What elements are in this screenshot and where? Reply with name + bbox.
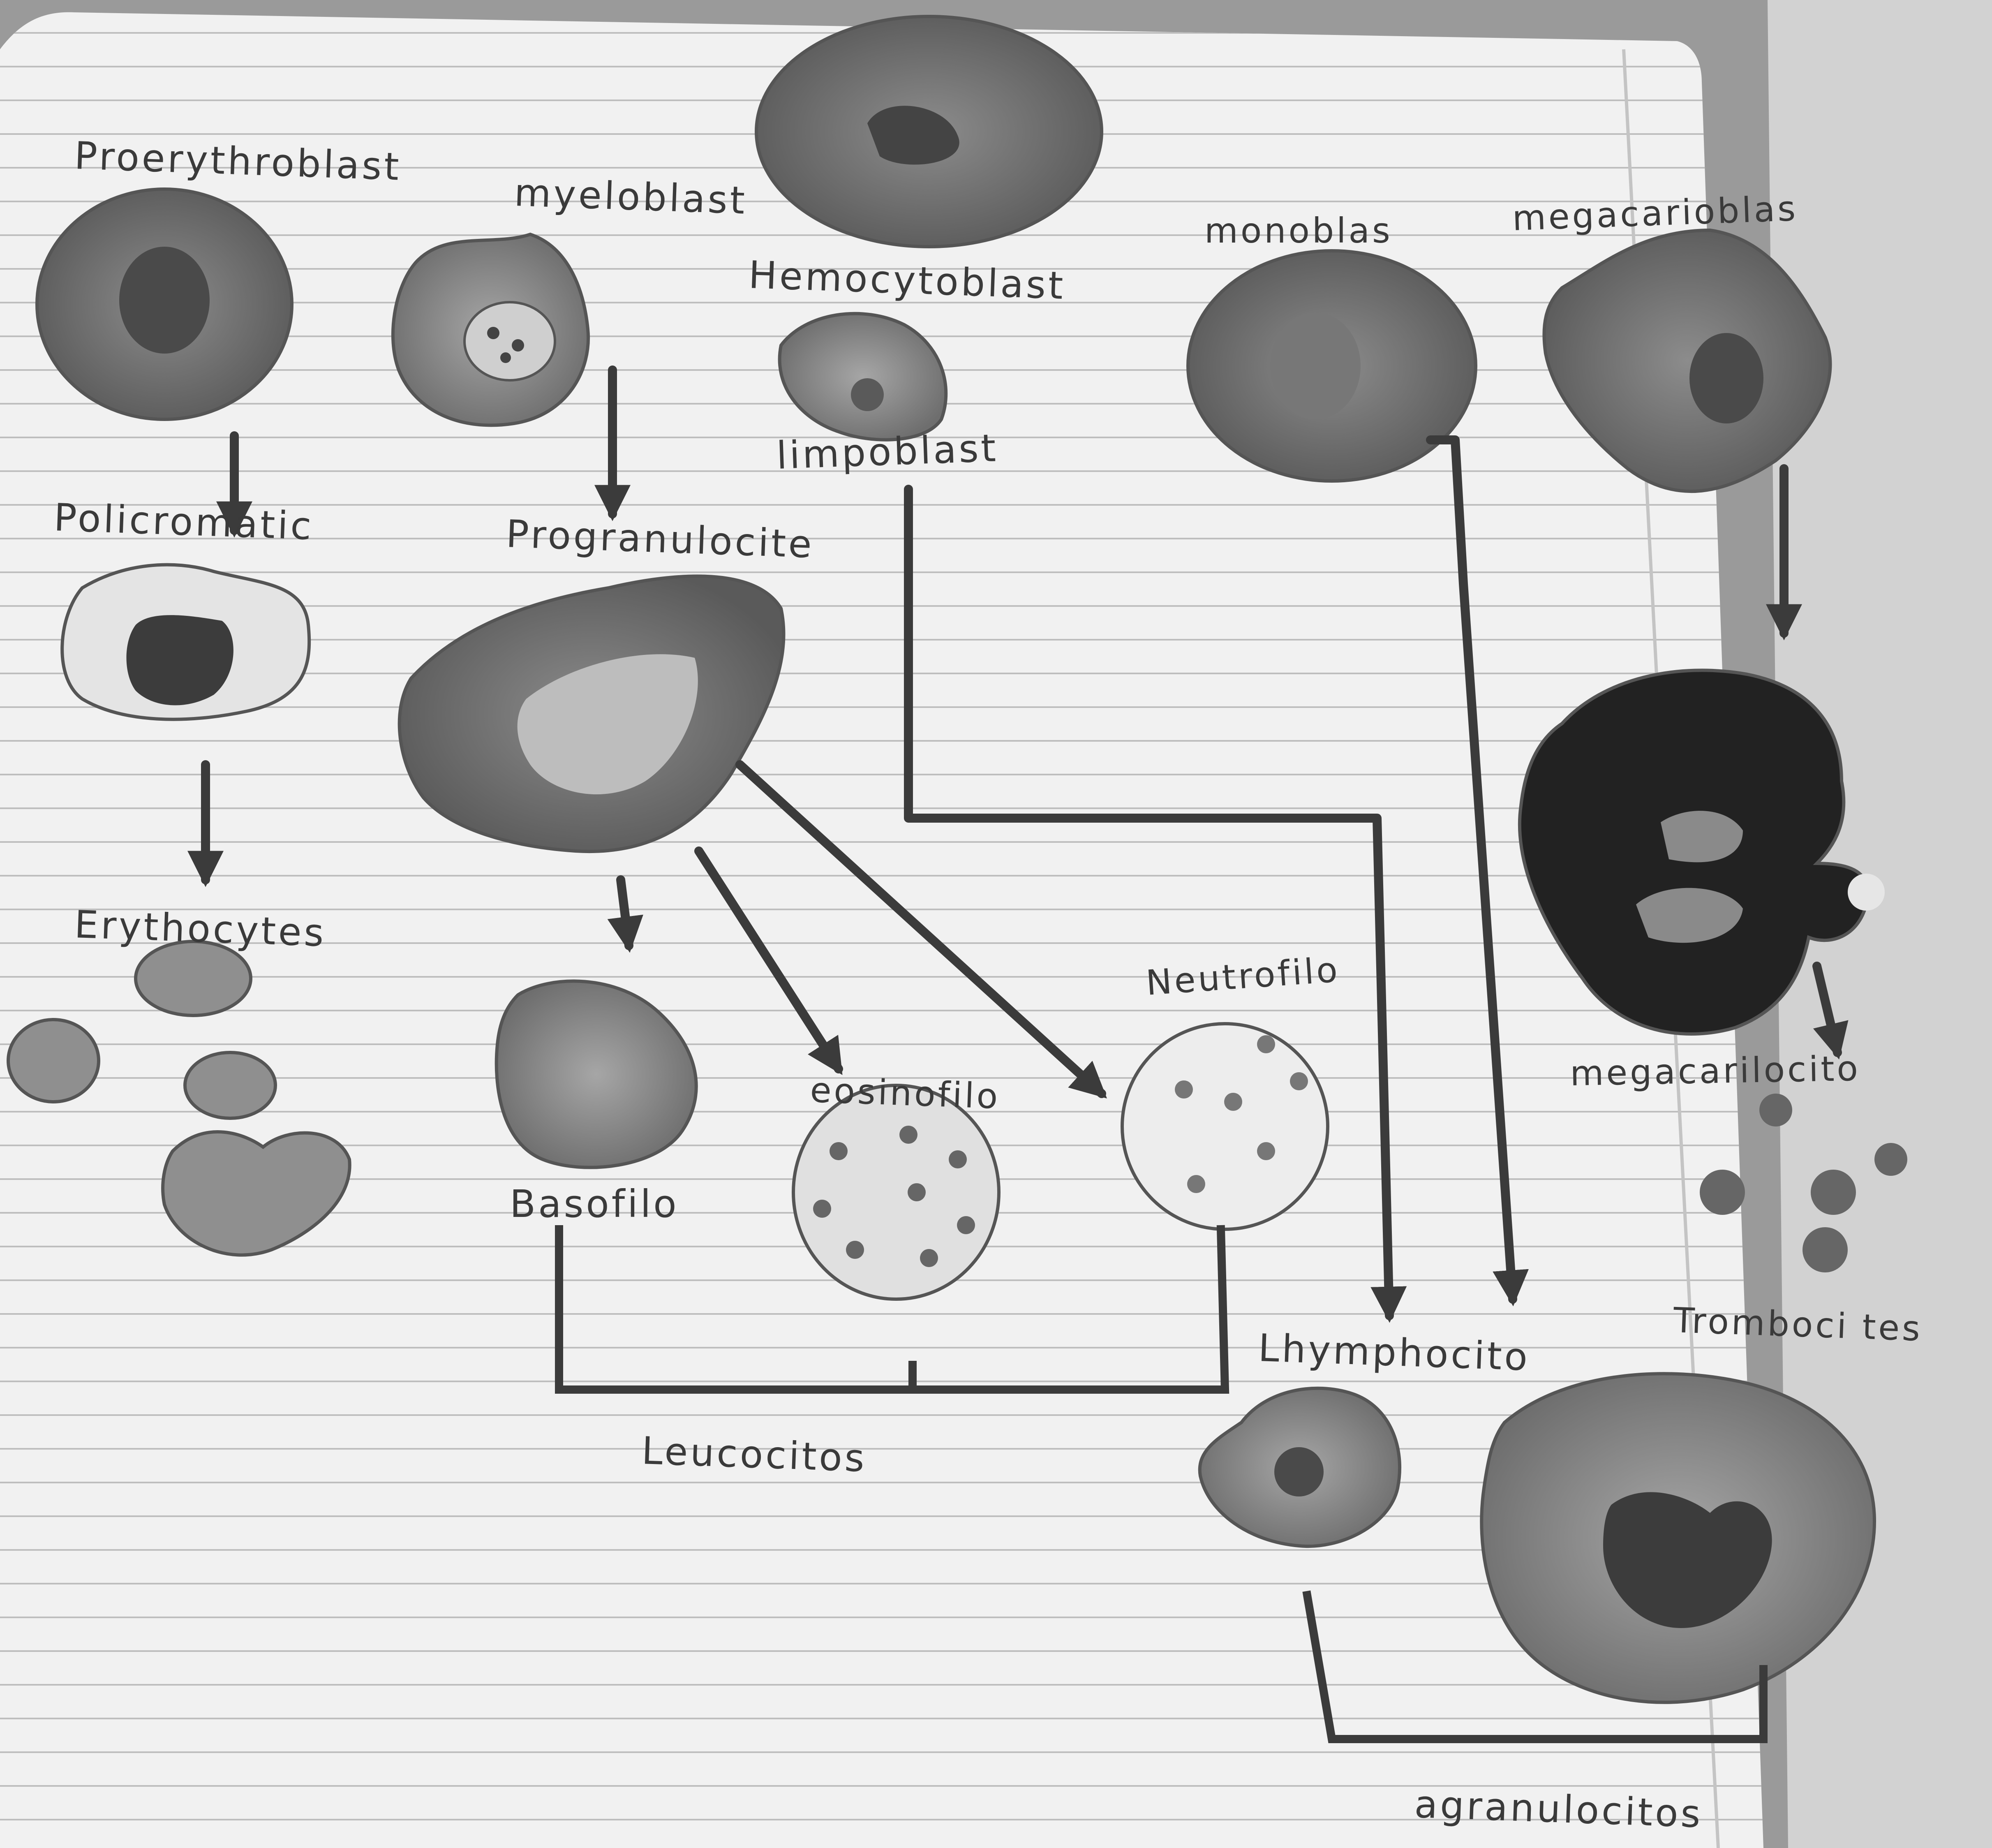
label-myeloblast: myeloblast (513, 171, 748, 223)
label-erythrocytes: Erythocytes (74, 902, 327, 955)
label-megakaryocyte: megacarilocito (1570, 1048, 1861, 1094)
polychromatic-cell (62, 565, 309, 719)
eosinophil-cell (793, 1085, 999, 1299)
label-leukocytes: Leucocitos (641, 1429, 867, 1480)
neutrophil-cell (1122, 1024, 1328, 1229)
hemocytoblast-cell (756, 16, 1102, 247)
label-eosinophil: eosinofilo (809, 1070, 1001, 1117)
label-monoblast: monoblas (1204, 210, 1393, 251)
myeloblast-cell (393, 234, 588, 425)
monoblast-cell (1188, 251, 1476, 481)
label-polychromatic: Policromatic (53, 495, 314, 548)
label-lymphoblast: limpoblast (776, 426, 999, 478)
label-basophil: Basofilo (510, 1182, 679, 1226)
proerythroblast-cell (37, 189, 292, 419)
